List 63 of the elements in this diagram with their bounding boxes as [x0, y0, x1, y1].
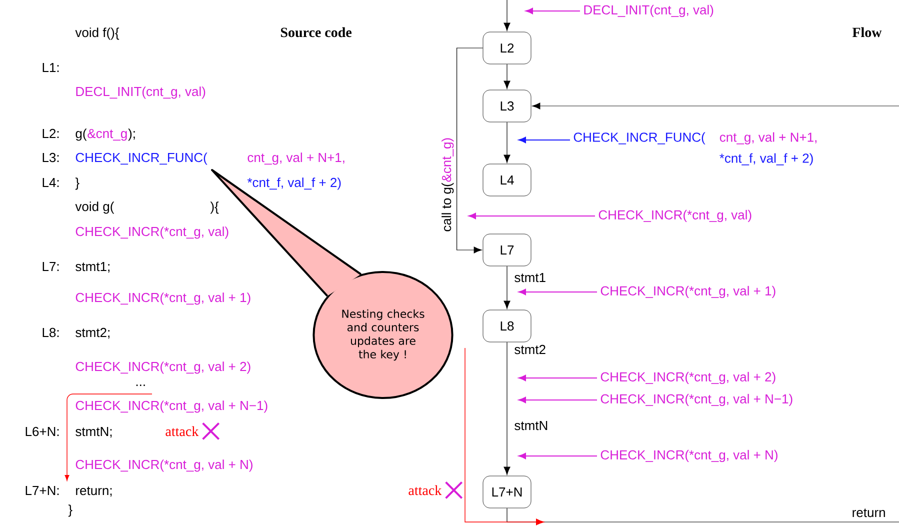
line-number: L4: [42, 178, 59, 187]
code-text: stmt1; [76, 262, 110, 273]
arrow [468, 212, 596, 220]
arrow [456, 48, 484, 254]
edge-label: return [852, 508, 885, 518]
code-text: &cnt_g [88, 129, 127, 141]
check-text: CHECK_INCR(*cnt_g, val + 1) [600, 286, 776, 298]
code-text: CHECK_INCR(*cnt_g, val + N−1) [76, 400, 268, 413]
edge-label: call to g( [442, 182, 454, 232]
line-number: L3: [42, 152, 59, 162]
node-label: Nesting checks and counters updates are the key ! [342, 309, 424, 361]
code-text: ); [128, 128, 135, 141]
code-text: return; [76, 486, 112, 497]
code-text: } [68, 504, 72, 517]
code-text: g( [76, 128, 87, 141]
flow-box: L2 [482, 32, 532, 64]
arrow [504, 266, 510, 309]
arrow [518, 452, 598, 460]
line-number: L2: [42, 128, 59, 138]
arrow [532, 102, 899, 110]
heading: Flow [852, 27, 882, 38]
code-text: ){ [210, 202, 219, 214]
line-number: L1: [42, 63, 59, 72]
code-text: CHECK_INCR_FUNC( [76, 152, 208, 165]
arrow [518, 288, 598, 296]
arrow [504, 64, 510, 89]
code-text: void g( [75, 202, 114, 214]
flow-box: L3 [482, 90, 532, 122]
code-text: DECL_INIT(cnt_g, val) [76, 86, 206, 99]
arrow [525, 8, 580, 14]
code-text: void f(){ [75, 28, 120, 40]
line-number: L6+N: [26, 426, 59, 436]
statement-text: stmt2 [514, 344, 546, 354]
check-text: CHECK_INCR(*cnt_g, val) [598, 210, 752, 222]
check-text: CHECK_INCR_FUNC( cnt_g, val + N+1, *cnt_f, val_f + 2) [574, 132, 816, 166]
arrow [518, 136, 570, 144]
heading: Source code [280, 27, 352, 38]
arrow [504, 342, 510, 475]
code-text: *cnt_f, val_f + 2) [247, 178, 341, 190]
code-text: stmtN; [76, 427, 112, 438]
code-text: stmt2; [76, 328, 110, 339]
attack-label: attack [166, 426, 199, 436]
flow-box: L4 [482, 164, 532, 196]
code-text: ... [136, 384, 145, 386]
line-number: L8: [42, 328, 59, 338]
flow-box: L7+N [482, 476, 532, 508]
line-number: L7+N: [26, 486, 59, 495]
statement-text: stmtN [514, 421, 548, 430]
flow-box: L8 [482, 310, 532, 342]
arrow [504, 122, 510, 163]
code-text: } [75, 178, 80, 190]
edge-label: stmt1 [514, 273, 546, 282]
arrow [518, 396, 598, 404]
check-text: CHECK_INCR(*cnt_g, val + N) [600, 450, 778, 462]
arrow [504, 0, 510, 31]
attack-label: attack [408, 485, 442, 496]
code-text: CHECK_INCR(*cnt_g, val + N) [76, 460, 252, 472]
check-text: CHECK_INCR(*cnt_g, val + 2) [600, 372, 776, 384]
check-text: CHECK_INCR(*cnt_g, val + N−1) [600, 394, 792, 406]
line-number: L7: [42, 262, 59, 271]
flow-box: L7 [482, 234, 532, 266]
check-text: DECL_INIT(cnt_g, val) [584, 4, 714, 18]
arrow [518, 374, 598, 382]
